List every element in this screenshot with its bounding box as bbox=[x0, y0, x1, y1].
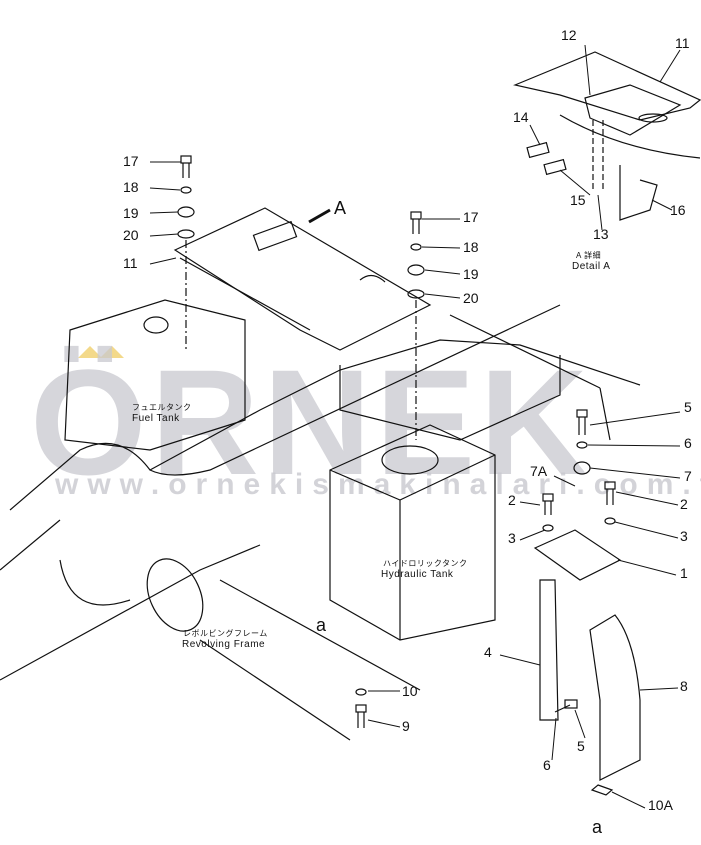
callout-11: 11 bbox=[675, 35, 690, 51]
fuel-tank-drawing bbox=[64, 299, 246, 451]
cover-plate-drawing bbox=[173, 207, 432, 351]
callout-18: 18 bbox=[463, 239, 479, 255]
view-arrow-icon bbox=[308, 208, 331, 224]
revolving-frame-label-jp: レボルビングフレーム bbox=[183, 629, 268, 638]
callout-3: 3 bbox=[680, 528, 688, 544]
leader-lines bbox=[149, 44, 681, 809]
revolving-frame-label: Revolving Frame bbox=[182, 639, 266, 650]
callout-8: 8 bbox=[680, 678, 688, 694]
hydraulic-tank-drawing bbox=[329, 424, 496, 641]
view-a-marker: A bbox=[334, 198, 347, 218]
callout-11: 11 bbox=[123, 255, 138, 271]
callout-5: 5 bbox=[577, 738, 585, 754]
callout-1: 1 bbox=[680, 565, 688, 581]
callout-18: 18 bbox=[123, 179, 139, 195]
frame-drawing bbox=[0, 304, 641, 741]
hydraulic-tank-label: Hydraulic Tank bbox=[381, 569, 454, 580]
section-marker-a: a bbox=[592, 817, 603, 837]
callout-9: 9 bbox=[402, 718, 410, 734]
callout-17: 17 bbox=[463, 209, 479, 225]
callout-7a: 7A bbox=[530, 463, 548, 479]
callout-12: 12 bbox=[561, 27, 577, 43]
detail-a-title: Detail A bbox=[572, 261, 611, 272]
callout-19: 19 bbox=[123, 205, 139, 221]
section-marker-a: a bbox=[316, 615, 327, 635]
callout-15: 15 bbox=[570, 192, 586, 208]
watermark-accent-icon bbox=[100, 346, 124, 358]
callout-6: 6 bbox=[543, 757, 551, 773]
fuel-tank-label: Fuel Tank bbox=[132, 413, 180, 424]
callout-20: 20 bbox=[123, 227, 139, 243]
callout-2: 2 bbox=[508, 492, 516, 508]
callout-6: 6 bbox=[684, 435, 692, 451]
hydraulic-tank-label-jp: ハイドロリックタンク bbox=[383, 559, 468, 568]
callout-20: 20 bbox=[463, 290, 479, 306]
stay-drawing bbox=[539, 579, 559, 721]
callout-16: 16 bbox=[670, 202, 686, 218]
callout-4: 4 bbox=[484, 644, 492, 660]
detail-a-title-jp: A 詳細 bbox=[576, 251, 602, 260]
callout-3: 3 bbox=[508, 530, 516, 546]
fuel-tank-label-jp: フュエルタンク bbox=[132, 403, 192, 412]
detail-a-drawing bbox=[513, 51, 701, 221]
callout-14: 14 bbox=[513, 109, 529, 125]
callout-17: 17 bbox=[123, 153, 139, 169]
callout-19: 19 bbox=[463, 266, 479, 282]
callout-10a: 10A bbox=[648, 797, 673, 813]
watermark-accent-icon bbox=[78, 346, 102, 358]
bracket-drawing bbox=[533, 529, 622, 581]
callout-7: 7 bbox=[684, 468, 692, 484]
callout-5: 5 bbox=[684, 399, 692, 415]
cover-drawing bbox=[589, 614, 641, 781]
bolts-drawing bbox=[177, 155, 616, 728]
callout-10: 10 bbox=[402, 683, 418, 699]
callout-13: 13 bbox=[593, 226, 609, 242]
callout-2: 2 bbox=[680, 496, 688, 512]
